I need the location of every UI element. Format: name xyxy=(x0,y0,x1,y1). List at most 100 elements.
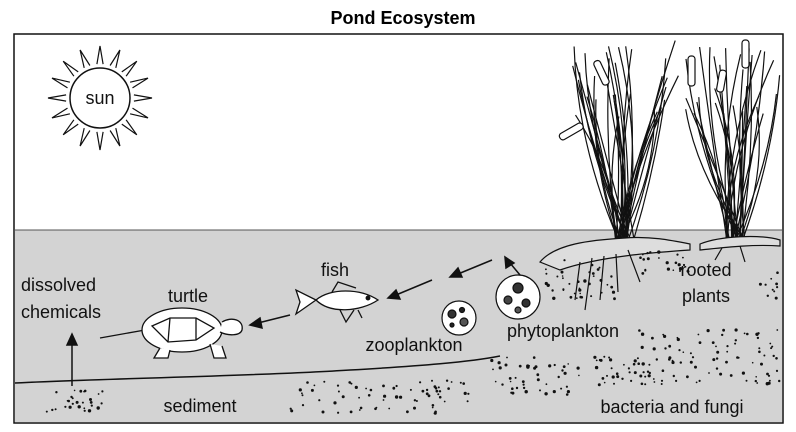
particle-dot xyxy=(678,349,681,352)
sediment-label: sediment xyxy=(163,396,236,416)
food-web-arrows xyxy=(65,255,521,386)
particle-dot xyxy=(596,268,600,271)
particle-dot xyxy=(715,367,719,370)
particle-dot xyxy=(606,374,608,377)
particle-dot xyxy=(369,388,373,392)
particle-dot xyxy=(665,261,669,265)
particle-dot xyxy=(630,379,633,382)
particle-dot xyxy=(573,292,576,295)
particle-dot xyxy=(771,288,774,291)
particle-dot xyxy=(648,371,651,375)
particle-dot xyxy=(646,370,650,373)
particle-dot xyxy=(682,256,684,259)
particle-dot xyxy=(729,374,733,377)
particle-dot xyxy=(568,282,571,285)
particle-dot xyxy=(697,333,700,336)
particle-dot xyxy=(672,269,675,272)
particle-dot xyxy=(462,382,466,385)
particle-dot xyxy=(498,366,502,370)
particle-dot xyxy=(734,339,737,342)
particle-dot xyxy=(96,406,100,410)
particle-dot xyxy=(708,372,710,374)
particle-dot xyxy=(769,379,771,382)
particle-dot xyxy=(298,388,302,392)
particle-dot xyxy=(689,360,693,364)
particle-dot xyxy=(580,296,584,299)
particle-dot xyxy=(532,356,536,359)
dissolved-label-line1: dissolved xyxy=(21,275,96,295)
particle-dot xyxy=(552,296,556,300)
particle-dot xyxy=(760,362,763,366)
particle-dot xyxy=(97,393,100,395)
rooted-plants-left-icon xyxy=(572,40,679,241)
particle-dot xyxy=(576,366,580,370)
particle-dot xyxy=(772,354,775,358)
particle-dot xyxy=(508,377,512,380)
particle-dot xyxy=(682,351,685,354)
particle-dot xyxy=(565,385,569,388)
particle-dot xyxy=(438,390,442,393)
particle-dot xyxy=(766,294,769,297)
particle-dot xyxy=(736,356,739,359)
particle-dot xyxy=(766,372,769,376)
particle-dot xyxy=(301,394,304,397)
particle-dot xyxy=(679,361,682,364)
particle-dot xyxy=(715,345,717,348)
particle-dot xyxy=(101,390,104,393)
particle-dot xyxy=(627,367,631,370)
particle-dot xyxy=(447,387,450,390)
particle-dot xyxy=(646,257,650,261)
particle-dot xyxy=(778,379,781,383)
particle-dot xyxy=(382,384,385,388)
particle-dot xyxy=(751,361,754,364)
particle-dot xyxy=(51,408,54,412)
particle-dot xyxy=(610,285,614,289)
particle-dot xyxy=(437,393,440,396)
particle-dot xyxy=(593,355,597,359)
particle-dot xyxy=(64,405,67,408)
particle-dot xyxy=(323,380,326,383)
particle-dot xyxy=(563,371,567,375)
particle-dot xyxy=(425,388,429,392)
particle-dot xyxy=(671,359,674,362)
particle-dot xyxy=(653,381,656,383)
particle-dot xyxy=(682,263,686,267)
particle-dot xyxy=(425,392,429,396)
particle-dot xyxy=(561,275,564,277)
rooted-plants-label-line2: plants xyxy=(682,286,730,306)
particle-dot xyxy=(511,387,514,391)
particle-dot xyxy=(562,277,564,280)
fish-icon xyxy=(294,281,380,324)
particle-dot xyxy=(490,358,494,363)
particle-dot xyxy=(642,258,645,261)
particle-dot xyxy=(715,357,719,360)
particle-dot xyxy=(633,371,637,375)
particle-dot xyxy=(539,389,541,392)
particle-dot xyxy=(712,358,716,362)
particle-dot xyxy=(87,409,92,413)
particle-dot xyxy=(544,281,548,286)
particle-dot xyxy=(443,400,446,403)
particle-dot xyxy=(336,384,340,387)
particle-dot xyxy=(557,375,560,379)
particle-dot xyxy=(534,365,538,369)
particle-dot xyxy=(776,329,779,331)
particle-dot xyxy=(358,409,361,411)
particle-dot xyxy=(556,275,559,278)
particle-dot xyxy=(646,251,649,255)
particle-dot xyxy=(640,332,645,336)
particle-dot xyxy=(348,381,352,384)
particle-dot xyxy=(561,369,564,372)
particle-dot xyxy=(756,382,759,384)
particle-dot xyxy=(689,352,692,355)
particle-dot xyxy=(758,350,761,354)
particle-dot xyxy=(649,251,652,254)
particle-dot xyxy=(694,365,697,369)
particle-dot xyxy=(81,401,84,404)
particle-dot xyxy=(657,250,661,254)
particle-dot xyxy=(77,405,81,409)
particle-dot xyxy=(591,272,595,275)
particle-dot xyxy=(592,275,595,277)
particle-dot xyxy=(770,347,773,350)
